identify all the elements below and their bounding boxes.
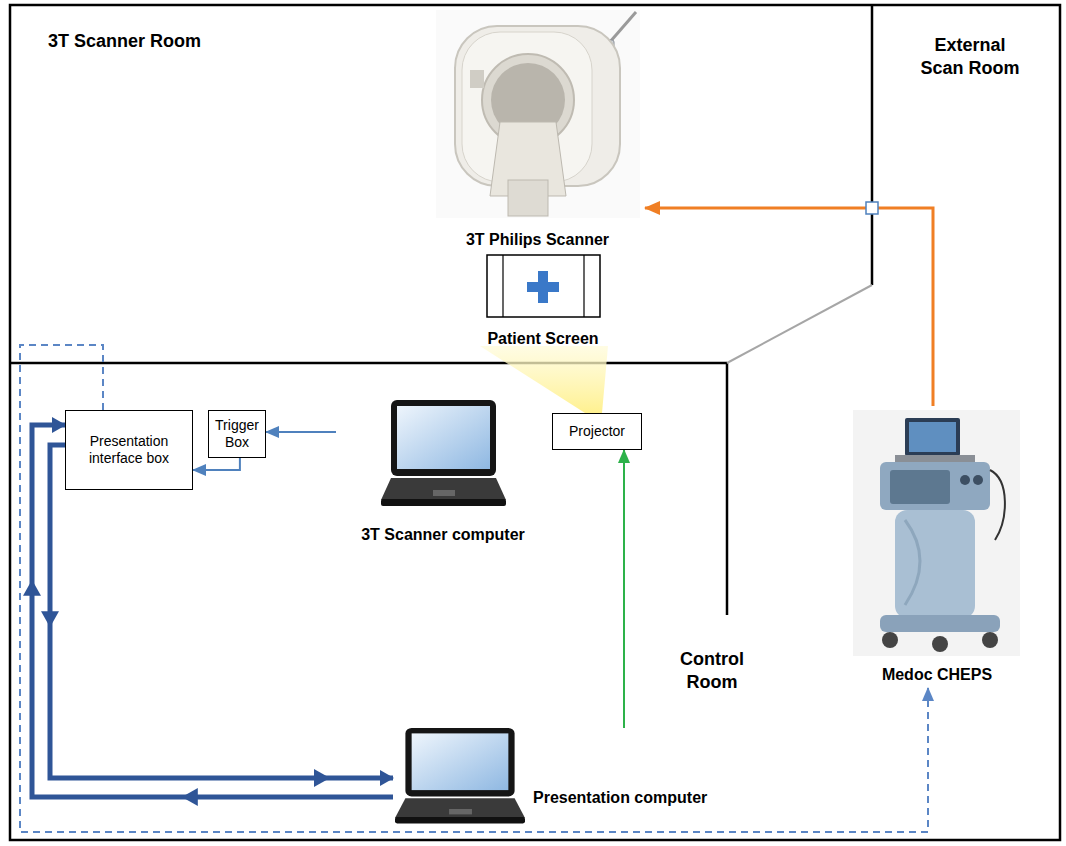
- laptop-icon: [381, 478, 506, 500]
- node-label: Projector: [569, 423, 625, 440]
- room-walls: [10, 362, 727, 365]
- process-box: Trigger Box: [208, 410, 266, 458]
- room-label: 3T Scanner Room: [48, 30, 201, 53]
- laptop-icon: [433, 490, 455, 496]
- cheps-illustration: [880, 615, 1000, 632]
- laptop-icon: [391, 400, 496, 476]
- connector-group: [41, 445, 393, 787]
- laptop-icon: [395, 728, 525, 823]
- projector-beam: [480, 346, 608, 413]
- connector-group: [20, 345, 928, 832]
- room-label: Control Room: [665, 648, 759, 695]
- device-node: Medoc CHEPS: [848, 406, 1026, 688]
- node-label: Patient Screen: [487, 329, 598, 348]
- arrow-head: [23, 580, 41, 596]
- connector: [645, 208, 933, 406]
- node-label: 3T Philips Scanner: [466, 230, 609, 249]
- arrow-head: [314, 769, 330, 787]
- laptop-icon: [412, 733, 509, 790]
- wall-port: [866, 202, 878, 214]
- cheps-illustration: [853, 410, 1020, 656]
- arrow-head: [182, 788, 198, 806]
- room-walls: [727, 285, 872, 363]
- patient-screen-symbol: [502, 255, 503, 317]
- connector: [266, 431, 336, 433]
- laptop-icon: [395, 798, 525, 818]
- patient-screen-symbol: [527, 282, 559, 292]
- projector-beam: [480, 346, 608, 413]
- cheps-illustration: [895, 510, 975, 618]
- laptop-icon: [405, 728, 514, 796]
- cheps-illustration: [882, 632, 898, 648]
- node-label: Presentation interface box: [70, 433, 188, 467]
- cheps-illustration: [895, 455, 975, 462]
- room-walls: [871, 5, 874, 285]
- room-walls: [10, 5, 1060, 840]
- cheps-illustration: [982, 632, 998, 648]
- node-label: Medoc CHEPS: [882, 665, 992, 684]
- patient-screen-symbol: [583, 255, 584, 317]
- node-label: Trigger Box: [213, 417, 261, 451]
- connector-group: [645, 208, 933, 406]
- room-walls: [10, 5, 1060, 840]
- cheps-illustration: [973, 475, 983, 485]
- connector-group: [193, 458, 240, 470]
- cheps-illustration: [932, 636, 948, 652]
- cheps-illustration: [880, 462, 990, 510]
- cheps-illustration: [905, 418, 960, 456]
- node-label: Presentation computer: [533, 788, 707, 807]
- cheps-illustration: [905, 520, 920, 605]
- patient-screen-symbol: [487, 255, 600, 317]
- process-box: Presentation interface box: [65, 410, 193, 490]
- computer-node: 3T Scanner computer: [336, 398, 550, 548]
- connector: [193, 458, 240, 470]
- connector: [50, 445, 393, 778]
- scanner-illustration: [508, 180, 548, 216]
- laptop-icon: [397, 406, 490, 469]
- scanner-illustration: [436, 10, 640, 218]
- laptop-icon: [381, 499, 506, 506]
- node-label: 3T Scanner computer: [361, 525, 525, 544]
- connector: [623, 450, 625, 728]
- scanner-illustration: [436, 10, 640, 218]
- patient-screen-symbol: [487, 255, 600, 317]
- scanner-illustration: [470, 70, 484, 88]
- screen-node: Patient Screen: [478, 252, 608, 352]
- laptop-icon: [395, 817, 525, 823]
- arrow-head: [41, 611, 59, 627]
- laptop-icon: [381, 400, 506, 506]
- cheps-illustration: [853, 410, 1020, 656]
- connector-group: [624, 450, 625, 728]
- connector-layer: [20, 208, 933, 832]
- scanner-node: 3T Philips Scanner: [430, 8, 645, 253]
- computer-node: Presentation computer: [393, 728, 738, 828]
- room-walls: [726, 363, 729, 615]
- connector-group: [266, 432, 336, 433]
- laptop-icon: [449, 809, 472, 814]
- cheps-illustration: [909, 422, 956, 452]
- connector: [20, 345, 928, 832]
- cheps-illustration: [890, 470, 950, 504]
- cheps-illustration: [960, 475, 970, 485]
- room-label: External Scan Room: [914, 34, 1026, 81]
- process-box: Projector: [552, 413, 642, 450]
- cheps-illustration: [990, 470, 1005, 540]
